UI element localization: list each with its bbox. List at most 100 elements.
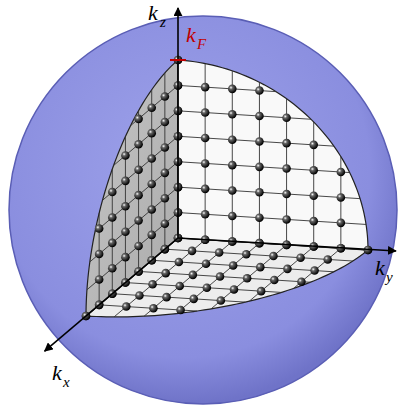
lattice-point <box>134 191 143 200</box>
lattice-point <box>230 285 239 294</box>
axis-symbol: k <box>148 2 158 24</box>
lattice-point <box>122 302 131 311</box>
lattice-point <box>161 169 170 178</box>
lattice-point <box>161 143 170 152</box>
lattice-point <box>201 210 210 219</box>
lattice-point <box>256 263 265 272</box>
grid-line <box>87 213 178 290</box>
axis-symbol: k <box>52 362 62 384</box>
lattice-point <box>148 280 157 289</box>
lattice-point <box>229 261 238 270</box>
lattice-point <box>162 293 171 302</box>
grid-line <box>95 162 178 232</box>
lattice-point <box>228 186 237 195</box>
lattice-point <box>270 276 279 285</box>
lattice-point <box>201 134 210 143</box>
lattice-point <box>282 113 291 122</box>
lattice-point <box>228 212 237 221</box>
lattice-point <box>134 242 143 251</box>
axis-subscript: x <box>63 375 70 390</box>
lattice-point <box>228 110 237 119</box>
lattice-point <box>175 258 184 267</box>
lattice-point <box>228 135 237 144</box>
grid-line <box>144 241 232 316</box>
lattice-point <box>147 205 156 214</box>
lattice-point <box>189 295 198 304</box>
lattice-point <box>149 304 158 313</box>
lattice-points <box>174 56 373 255</box>
lattice-point <box>337 168 346 177</box>
lattice-point <box>282 164 291 173</box>
octant-cutout <box>82 56 373 321</box>
lattice-point <box>121 151 130 160</box>
lattice-point <box>215 248 224 257</box>
lattice-point <box>201 159 210 168</box>
lattice-point <box>108 239 117 248</box>
lattice-point <box>269 252 278 261</box>
grid-line <box>114 240 205 317</box>
lattice-point <box>121 227 130 236</box>
ky-axis <box>178 238 396 251</box>
lattice-point <box>255 137 264 146</box>
lattice-point <box>309 217 318 226</box>
lattice-point <box>176 306 185 315</box>
lattice-point <box>255 86 264 95</box>
lattice-point <box>147 231 156 240</box>
lattice-point <box>95 224 104 233</box>
lattice-point <box>283 265 292 274</box>
lattice-point <box>161 219 170 228</box>
lattice-point <box>108 213 117 222</box>
lattice-point <box>175 282 184 291</box>
fermi-symbol: k <box>186 24 196 46</box>
lattice-point <box>134 165 143 174</box>
lattice-point <box>323 255 332 264</box>
lattice-point <box>147 103 156 112</box>
lattice-point <box>95 275 104 284</box>
kz-axis <box>177 8 179 238</box>
lattice-point <box>255 213 264 222</box>
grid-line <box>90 187 178 262</box>
lattice-point <box>203 283 212 292</box>
lattice-point <box>216 272 225 281</box>
lattice-point <box>228 161 237 170</box>
lattice-point <box>188 247 197 256</box>
lattice-point <box>255 112 264 121</box>
fermi-sphere <box>9 16 397 404</box>
lattice-point <box>147 180 156 189</box>
lattice-point <box>161 118 170 127</box>
grid-line <box>293 248 340 288</box>
lattice-grid <box>99 240 353 317</box>
lattice-point <box>147 154 156 163</box>
grid-line <box>114 111 178 166</box>
lattice-point <box>296 253 305 262</box>
lattice-point <box>135 291 144 300</box>
lattice-point <box>243 274 252 283</box>
lattice-point <box>134 140 143 149</box>
lattice-point <box>189 271 198 280</box>
axes <box>45 8 396 351</box>
lattice-grid <box>178 64 366 249</box>
fermi-subscript: F <box>197 37 206 52</box>
lattice-point <box>147 129 156 138</box>
lattice-point <box>134 216 143 225</box>
axis-subscript: y <box>386 270 393 285</box>
lattice-point <box>161 92 170 101</box>
lattice-point <box>242 250 251 259</box>
lattice-point <box>282 215 291 224</box>
grid-line <box>176 243 259 313</box>
lattice-point <box>121 202 130 211</box>
lattice-point <box>309 191 318 200</box>
lattice-point <box>282 190 291 199</box>
grid-line <box>112 294 245 302</box>
lattice-point <box>337 193 346 202</box>
lattice-point <box>201 83 210 92</box>
lattice-grid <box>87 73 178 305</box>
lattice-point <box>255 163 264 172</box>
lattice-point <box>201 108 210 117</box>
grid-line <box>249 247 313 302</box>
lattice-point <box>202 259 211 268</box>
lattice-point <box>217 296 226 305</box>
lattice-point <box>121 253 130 262</box>
lattice-point <box>161 194 170 203</box>
lattice-point <box>201 185 210 194</box>
